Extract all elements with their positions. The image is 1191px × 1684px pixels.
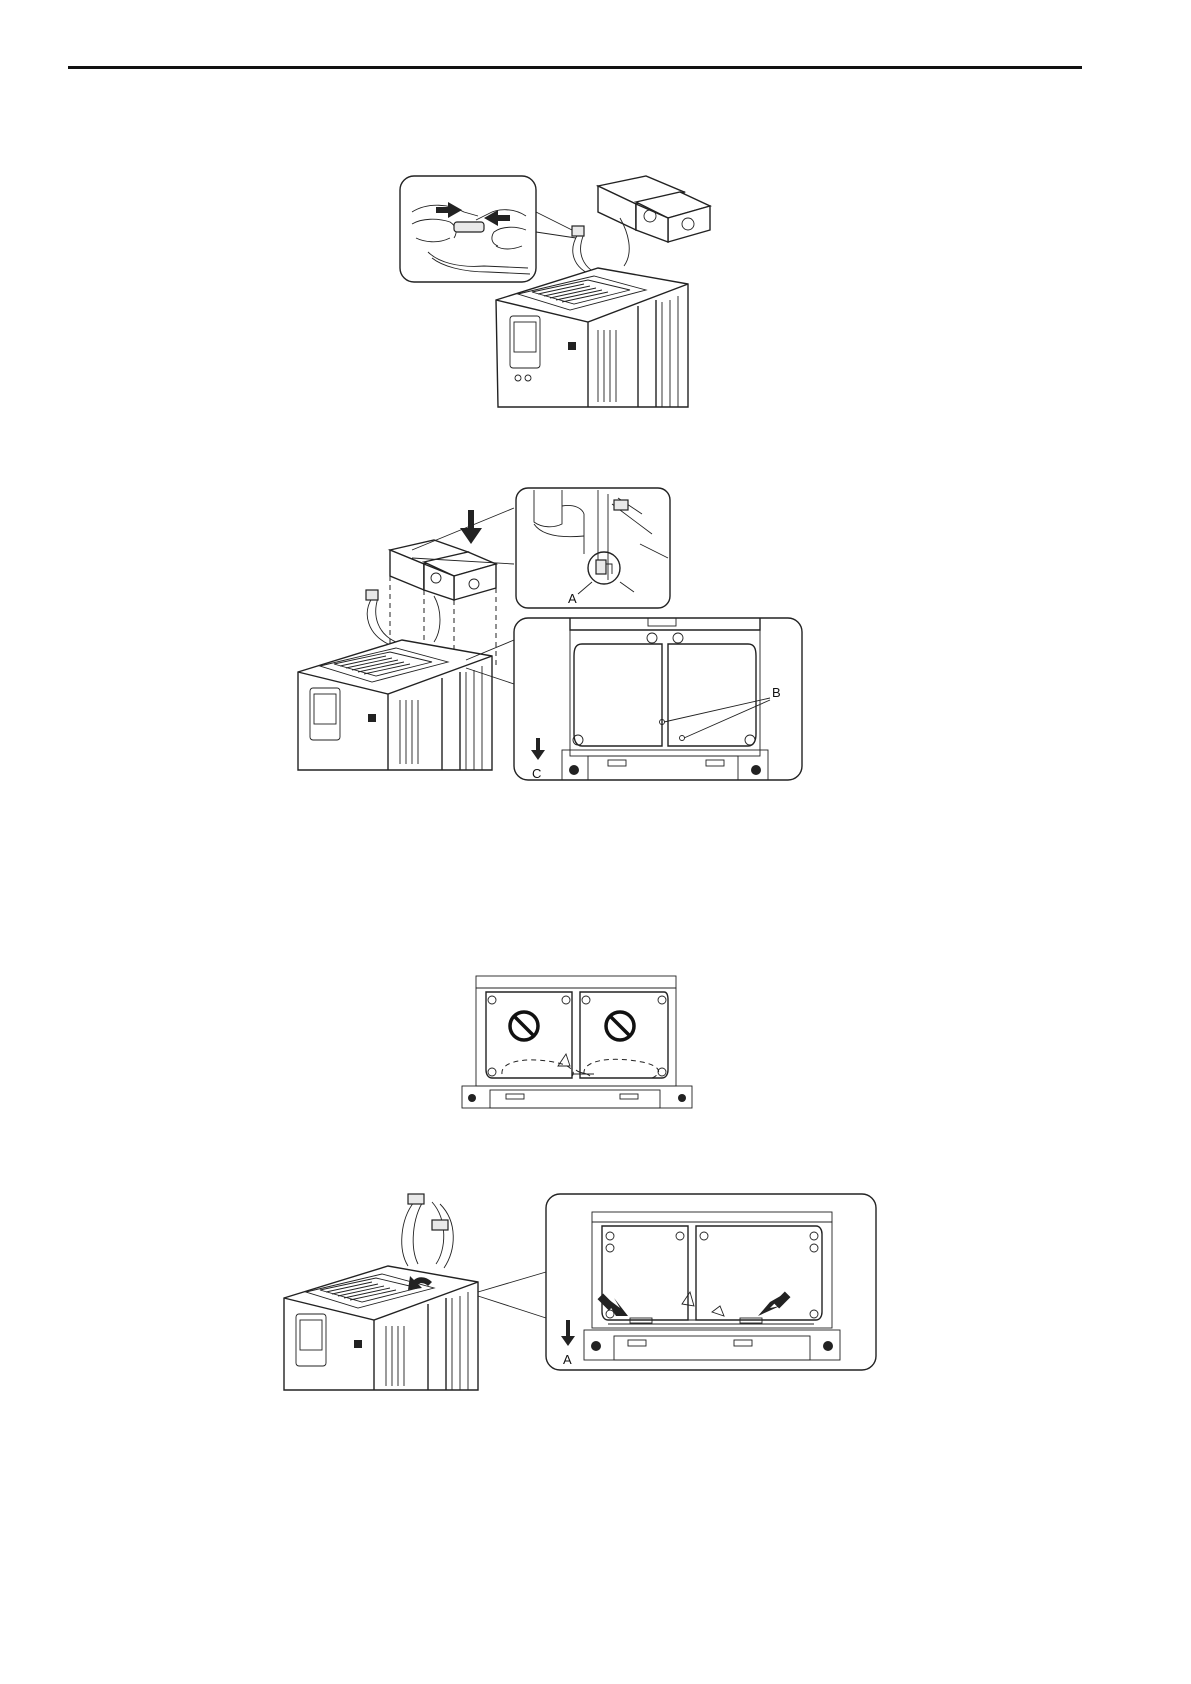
drive-unit [284,1194,478,1390]
hands-inset [400,176,536,282]
callout-c-label: C [532,766,541,781]
latch-detail-inset: A [516,488,670,608]
callout-a-label: A [568,591,577,606]
prohibited-icon-left [510,1012,538,1040]
fan-bay-inset: B C [514,618,802,781]
callout-b-label: B [772,685,781,700]
prohibited-icon-right [606,1012,634,1040]
cable-routing-inset: A [546,1194,876,1370]
callout-a-label: A [563,1352,572,1367]
figure-4-cable-routing: A [284,1190,880,1390]
figure-3-incorrect-routing [462,974,692,1108]
header-rule [68,66,1082,69]
fan-assembly [390,540,496,600]
figure-2-fan-installation: A B C [292,484,872,804]
down-arrow-icon [460,510,482,544]
drive-unit [298,640,492,770]
figure-1-connector-release [398,172,728,407]
drive-unit [496,268,688,407]
fan-assembly [598,176,710,242]
